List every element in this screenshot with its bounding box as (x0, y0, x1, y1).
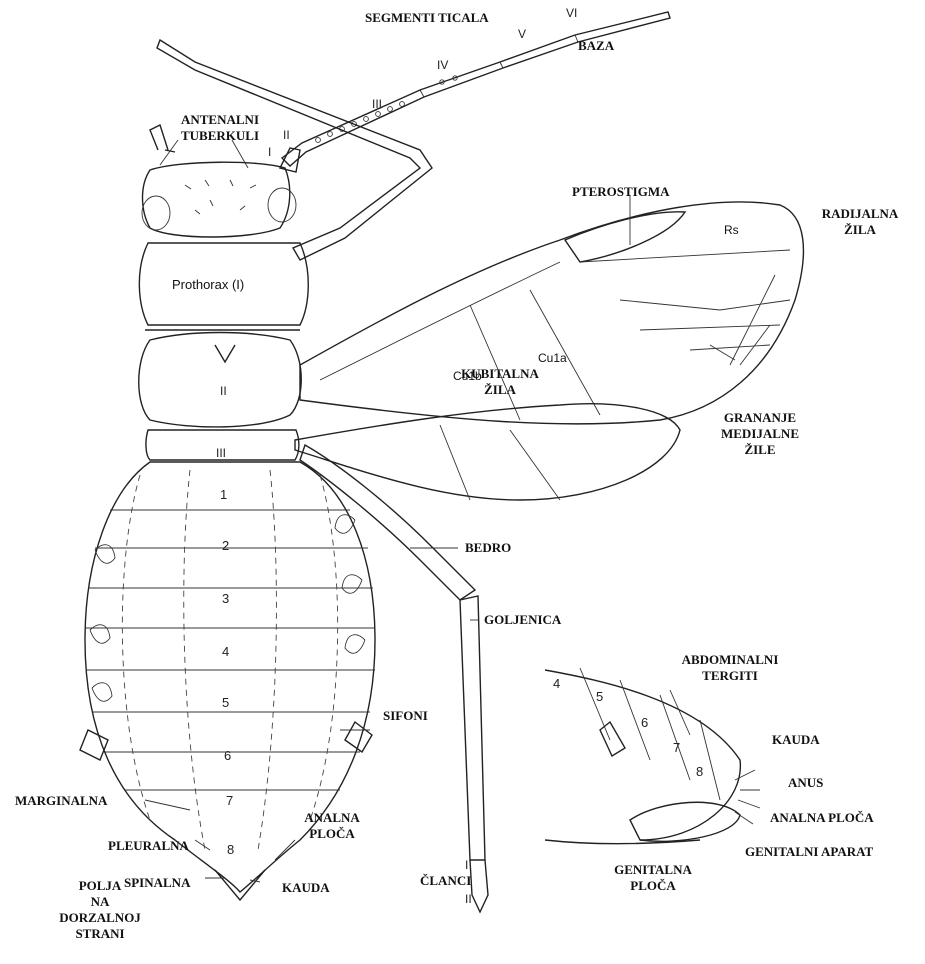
label-antenalni-tuberkuli: ANTENALNI TUBERKULI (155, 112, 285, 144)
label-genitalna-ploca: GENITALNA PLOČA (598, 862, 708, 894)
antenna-segment-label: IV (437, 58, 448, 72)
hindwing (295, 404, 680, 500)
label-segmenti-ticala: SEGMENTI TICALA (365, 10, 489, 26)
detail-tergite-number: 8 (696, 764, 703, 779)
label-goljenica: GOLJENICA (484, 612, 561, 628)
label-abdominalni-tergiti: ABDOMINALNI TERGITI (670, 652, 790, 684)
label-analna-ploca: ANALNA PLOČA (292, 810, 372, 842)
abdominal-segment-number: 3 (222, 591, 229, 606)
label-baza: BAZA (578, 38, 614, 54)
abdominal-segment-number: 8 (227, 842, 234, 857)
detail-tergite-number: 5 (596, 689, 603, 704)
label-anus: ANUS (788, 775, 823, 791)
tarsal-segment-label: II (465, 892, 472, 906)
abdomen-detail (545, 668, 760, 844)
label-prothorax: Prothorax (I) (172, 277, 244, 293)
antenna-segment-label: I (268, 145, 271, 159)
tarsal-segment-label: I (465, 858, 468, 872)
leader-lines (145, 140, 775, 882)
detail-tergite-number: 4 (553, 676, 560, 691)
label-cu1a: Cu1a (538, 350, 567, 366)
label-pleuralna: PLEURALNA (108, 838, 189, 854)
thorax-segment-label: II (220, 384, 227, 398)
label-kauda: KAUDA (282, 880, 330, 896)
detail-tergite-number: 6 (641, 715, 648, 730)
abdominal-segment-number: 1 (220, 487, 227, 502)
antenna-segment-label: VI (566, 6, 577, 20)
label-rs: Rs (724, 222, 739, 238)
thorax-segment-label: III (216, 446, 226, 460)
label-analna-ploca-detail: ANALNA PLOČA (770, 810, 874, 826)
label-pterostigma: PTEROSTIGMA (572, 184, 670, 200)
abdominal-segment-number: 4 (222, 644, 229, 659)
antenna-segment-label: V (518, 27, 526, 41)
label-clanci: ČLANCI (420, 873, 471, 889)
label-genitalni-aparat: GENITALNI APARAT (745, 844, 873, 860)
abdominal-segment-number: 5 (222, 695, 229, 710)
abdominal-segment-number: 2 (222, 538, 229, 553)
label-radijalna-zila: RADIJALNA ŽILA (810, 206, 910, 238)
label-polja-na-dorzalnoj-strani: POLJA NA DORZALNOJ STRANI (45, 878, 155, 942)
head (142, 162, 296, 237)
right-antenna (280, 12, 670, 172)
antenna-segment-label: III (372, 97, 382, 111)
mesothorax (139, 333, 302, 427)
label-marginalna: MARGINALNA (15, 793, 107, 809)
label-kauda-detail: KAUDA (772, 732, 820, 748)
label-bedro: BEDRO (465, 540, 511, 556)
label-grananje-medijalne-zile: GRANANJE MEDIJALNE ŽILE (700, 410, 820, 458)
left-antenna (150, 40, 432, 260)
label-cu1b: Cu1b (453, 368, 482, 384)
abdominal-segment-number: 6 (224, 748, 231, 763)
label-sifoni: SIFONI (383, 708, 428, 724)
antenna-segment-label: II (283, 128, 290, 142)
detail-tergite-number: 7 (673, 740, 680, 755)
abdominal-segment-number: 7 (226, 793, 233, 808)
